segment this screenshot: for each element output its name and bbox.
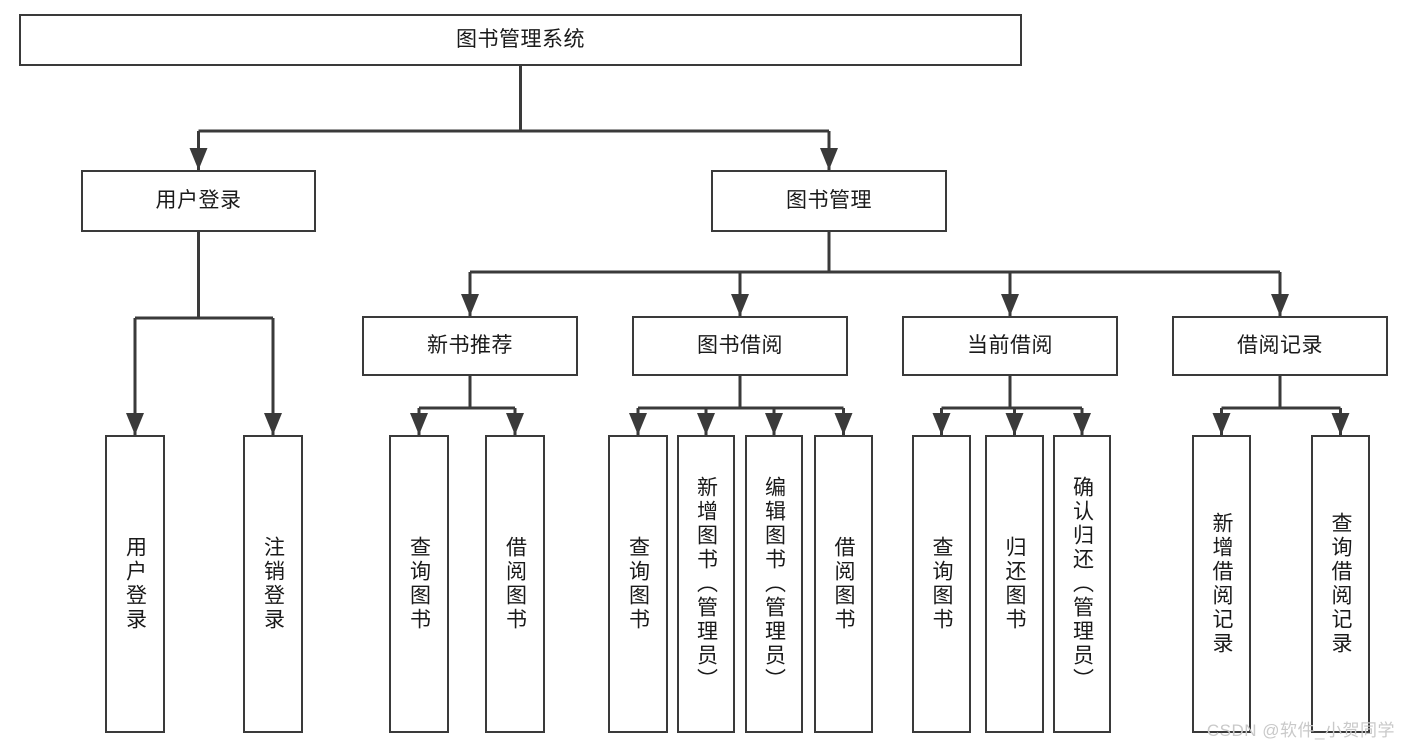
node-leaf-return-book[interactable]: 归还图书 [985, 435, 1044, 733]
arrow-head-icon [697, 413, 715, 435]
node-label: 图书管理系统 [456, 27, 585, 51]
node-label: 查询图书 [626, 536, 650, 632]
arrow-head-icon [932, 413, 951, 435]
node-label: 查询借阅记录 [1329, 512, 1352, 656]
arrow-head-icon [1271, 294, 1289, 316]
node-current-borrow[interactable]: 当前借阅 [902, 316, 1118, 376]
node-book-borrow[interactable]: 图书借阅 [632, 316, 848, 376]
arrow-head-icon [461, 294, 479, 316]
arrow-head-icon [410, 413, 428, 435]
node-label: 查询图书 [407, 536, 431, 632]
node-leaf-add-borrow-record[interactable]: 新增借阅记录 [1192, 435, 1251, 733]
node-label: 确认归还（管理员） [1070, 476, 1094, 692]
node-leaf-query-borrow-record[interactable]: 查询借阅记录 [1311, 435, 1370, 733]
arrow-head-icon [629, 413, 647, 435]
node-label: 注销登录 [261, 536, 285, 632]
node-label: 当前借阅 [967, 333, 1053, 357]
arrow-head-icon [834, 413, 853, 435]
node-leaf-confirm-return-admin[interactable]: 确认归还（管理员） [1053, 435, 1111, 733]
arrow-head-icon [731, 294, 749, 316]
node-leaf-borrow-book[interactable]: 借阅图书 [814, 435, 873, 733]
node-borrow-record[interactable]: 借阅记录 [1172, 316, 1388, 376]
arrow-head-icon [820, 148, 838, 170]
arrow-head-icon [765, 413, 783, 435]
node-leaf-borrow-book-recommend[interactable]: 借阅图书 [485, 435, 545, 733]
node-label: 用户登录 [123, 536, 147, 632]
node-leaf-edit-book-admin[interactable]: 编辑图书（管理员） [745, 435, 803, 733]
node-leaf-user-login[interactable]: 用户登录 [105, 435, 165, 733]
node-label: 新增图书（管理员） [694, 476, 718, 692]
node-label: 图书借阅 [697, 333, 783, 357]
arrow-head-icon [264, 413, 282, 435]
node-leaf-user-logout[interactable]: 注销登录 [243, 435, 303, 733]
node-new-book-recommend[interactable]: 新书推荐 [362, 316, 578, 376]
node-label: 新增借阅记录 [1210, 512, 1233, 656]
node-book-manage[interactable]: 图书管理 [711, 170, 947, 232]
node-leaf-query-book-borrow[interactable]: 查询图书 [608, 435, 668, 733]
node-label: 图书管理 [786, 188, 872, 212]
node-user-login[interactable]: 用户登录 [81, 170, 316, 232]
node-leaf-query-book-current[interactable]: 查询图书 [912, 435, 971, 733]
arrow-head-icon [506, 413, 524, 435]
node-label: 新书推荐 [427, 333, 513, 357]
node-label: 查询图书 [930, 536, 953, 632]
arrow-head-icon [126, 413, 144, 435]
node-label: 借阅图书 [832, 536, 855, 632]
arrow-head-icon [1001, 294, 1019, 316]
node-leaf-add-book-admin[interactable]: 新增图书（管理员） [677, 435, 735, 733]
node-label: 归还图书 [1003, 536, 1026, 632]
node-leaf-query-book-recommend[interactable]: 查询图书 [389, 435, 449, 733]
node-root[interactable]: 图书管理系统 [19, 14, 1022, 66]
arrow-head-icon [1212, 413, 1231, 435]
node-label: 借阅图书 [503, 536, 527, 632]
arrow-head-icon [1005, 413, 1024, 435]
arrow-head-icon [189, 148, 208, 170]
node-label: 编辑图书（管理员） [762, 476, 786, 692]
node-label: 借阅记录 [1237, 333, 1323, 357]
node-label: 用户登录 [155, 188, 242, 212]
arrow-head-icon [1331, 413, 1350, 435]
arrow-head-icon [1073, 413, 1091, 435]
